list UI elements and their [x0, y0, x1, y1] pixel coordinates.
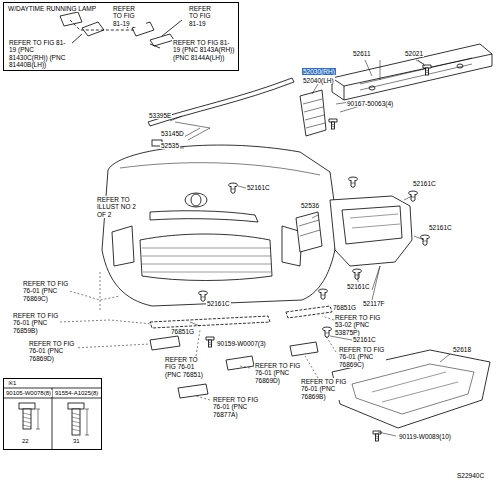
reference-note: REFER TO FIG 81-19	[112, 5, 146, 27]
reference-note: REFER TO FIG 76-01 (PNC 76877A)	[212, 396, 260, 418]
callout-number: 52161C	[428, 224, 453, 231]
reference-note: REFER TO FIG 76-01 (PNC 76851)	[164, 356, 210, 378]
callout-number: 52161C	[246, 184, 271, 191]
callout-number: 52536	[300, 202, 320, 209]
highlighted-callout: 52030(RH)	[302, 68, 336, 75]
callout-number: 90159-W0007(3)	[216, 340, 267, 347]
reference-note: REFER TO FIG 53-02 (PNC 53875P)	[334, 314, 382, 336]
inset-panel: W/DAYTIME RUNNING LAMP REFER TO FIG 81-19…	[3, 2, 239, 71]
table-cell: 22	[21, 438, 30, 445]
callout-number: 52161C	[352, 336, 377, 343]
bolt-table: ※1 90105-W0078(8)91554-A1025(8) 22 31	[3, 378, 102, 450]
callout-number: 76851G	[332, 304, 357, 311]
callout-number: 52161C	[206, 300, 231, 307]
callout-number: 52117F	[362, 300, 386, 307]
reference-note: REFER TO FIG 76-01 (PNC 76869C)	[338, 346, 386, 368]
callout-number: 52161C	[346, 283, 371, 290]
callout-number: 76851G	[170, 328, 195, 335]
reference-note: REFER TO FIG 76-01 (PNC 76869B)	[300, 378, 348, 400]
reference-note: REFER TO FIG 81-19 (PNC 8143A(RH)) (PNC …	[172, 39, 236, 61]
callout-number: 90167-50063(4)	[346, 100, 394, 107]
table-cell: 90105-W0078(8)	[5, 390, 52, 397]
reference-note: REFER TO FIG 76-01 (PNC 76859B)	[12, 312, 60, 334]
callout-number: 52618	[452, 346, 472, 353]
table-cell: ※1	[7, 380, 17, 387]
reference-note: REFER TO FIG 81-19 (PNC 81430C(RH)) (PNC…	[8, 39, 72, 68]
reference-note: REFER TO FIG 76-01 (PNC 76869D)	[254, 362, 302, 384]
callout-number: S22940C	[456, 472, 485, 479]
reference-note: REFER TO FIG 76-01 (PNC 76869D)	[28, 340, 76, 362]
callout-number: 52161C	[412, 180, 437, 187]
callout-number: 52535	[160, 142, 180, 149]
callout-number: 90119-W0089(10)	[398, 433, 452, 440]
callout-number: 52611	[352, 50, 372, 57]
reference-note: REFER TO ILLUST NO 2 OF 2	[96, 196, 138, 218]
table-cell: 91554-A1025(8)	[54, 390, 99, 397]
callout-number: 52040(LH)	[302, 77, 335, 84]
reference-note: REFER TO FIG 81-19	[188, 5, 222, 27]
callout-number: 52021	[404, 50, 424, 57]
reference-note: REFER TO FIG 76-01 (PNC 76869C)	[22, 280, 70, 302]
callout-number: 53395E	[148, 112, 172, 119]
panel-heading: W/DAYTIME RUNNING LAMP	[7, 5, 97, 12]
callout-number: 53145D	[160, 130, 185, 137]
table-cell: 31	[72, 438, 81, 445]
